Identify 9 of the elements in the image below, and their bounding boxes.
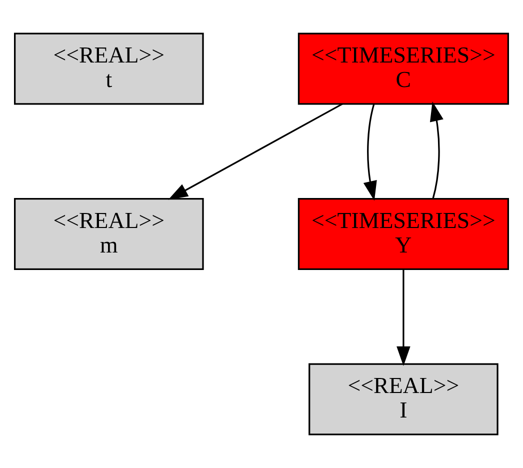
arrow: [363, 104, 377, 201]
arrow: [396, 269, 410, 366]
node-box: <<TIMESERIES>> C: [298, 32, 509, 105]
arrow: [168, 103, 343, 200]
arrow: [430, 102, 444, 198]
node-box: <<REAL>> I: [308, 363, 498, 436]
node-box: <<TIMESERIES>> Y: [298, 198, 509, 270]
node-box: <<REAL>> t: [14, 32, 204, 105]
node-box: <<REAL>> m: [14, 198, 204, 270]
